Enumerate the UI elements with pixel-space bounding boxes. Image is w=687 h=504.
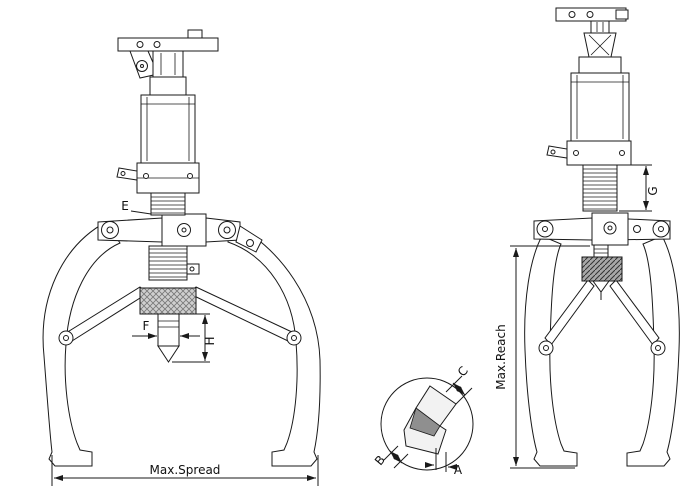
label-h: H bbox=[203, 336, 217, 345]
label-e: E bbox=[121, 199, 129, 213]
front-left-link bbox=[65, 286, 149, 342]
front-left-jaw-arm bbox=[42, 221, 121, 467]
detail-jaw-tip-facet bbox=[409, 407, 441, 437]
front-hydraulic-cylinder bbox=[116, 76, 200, 194]
label-max-spread: Max.Spread bbox=[150, 463, 221, 477]
side-top-handle-assembly bbox=[555, 7, 629, 58]
side-right-jaw-arm bbox=[626, 235, 680, 467]
label-c: C bbox=[455, 364, 471, 379]
side-view: G Max.Reach bbox=[494, 7, 680, 469]
side-threaded-section bbox=[582, 164, 618, 212]
side-left-arm-pivot bbox=[538, 340, 554, 356]
side-knurled-nut-and-tip bbox=[581, 244, 623, 300]
front-left-arm-pivot bbox=[58, 330, 74, 346]
side-cross-arm bbox=[533, 212, 671, 246]
front-release-handle bbox=[116, 167, 138, 181]
front-cross-arm bbox=[97, 213, 263, 253]
side-hydraulic-cylinder bbox=[546, 56, 632, 166]
detail-circle bbox=[380, 377, 474, 471]
side-right-arm-pivot bbox=[650, 340, 666, 356]
label-a: A bbox=[454, 463, 463, 477]
front-lower-threaded-spindle bbox=[148, 245, 188, 281]
label-max-reach: Max.Reach bbox=[494, 324, 508, 389]
label-f: F bbox=[143, 319, 150, 333]
front-knurled-nut bbox=[139, 287, 197, 315]
side-left-jaw-arm bbox=[524, 235, 578, 467]
front-upper-threaded-neck bbox=[150, 192, 186, 216]
label-b: B bbox=[372, 453, 388, 468]
front-right-jaw-arm bbox=[227, 221, 321, 467]
side-release-handle bbox=[546, 145, 568, 159]
jaw-tip-detail-view: C B A bbox=[372, 364, 474, 477]
front-center-tip bbox=[157, 313, 180, 363]
label-g: G bbox=[646, 186, 660, 195]
front-third-arm-link bbox=[235, 225, 263, 253]
front-top-handle-assembly bbox=[117, 29, 219, 79]
front-view: E F H Max.Spread bbox=[42, 29, 321, 486]
front-right-arm-pivot bbox=[286, 330, 302, 346]
